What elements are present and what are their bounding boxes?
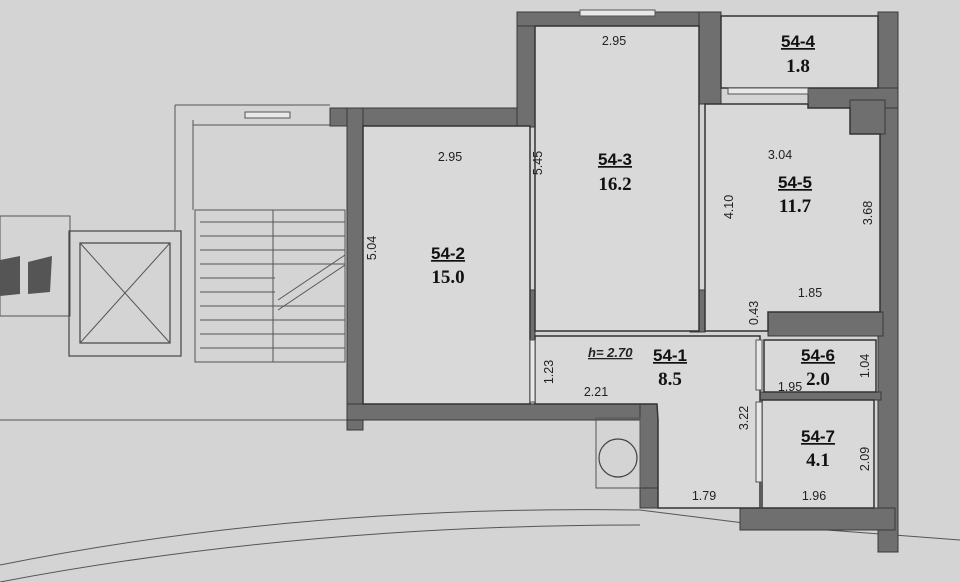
- room-area: 1.8: [786, 56, 810, 77]
- room-area: 2.0: [806, 369, 830, 390]
- dimension: 0.43: [747, 301, 761, 325]
- room-54-5: [704, 103, 881, 332]
- dimension: 3.04: [768, 148, 792, 162]
- room-id: 54-7: [801, 427, 835, 446]
- room-id: 54-2: [431, 244, 465, 263]
- room-54-7: [761, 399, 875, 509]
- dimension: 1.85: [798, 286, 822, 300]
- dimension: 2.09: [858, 447, 872, 471]
- room-54-4: [720, 15, 879, 89]
- room-id: 54-5: [778, 173, 812, 192]
- dimension: 5.04: [365, 236, 379, 260]
- dimension: 1.95: [778, 380, 802, 394]
- room-id: 54-6: [801, 346, 835, 365]
- room-id: 54-4: [781, 32, 816, 51]
- room-area: 15.0: [431, 267, 464, 288]
- riser-pipe: [598, 438, 638, 478]
- dimension: 1.96: [802, 489, 826, 503]
- room-area: 16.2: [598, 174, 631, 195]
- dimension: 1.04: [858, 354, 872, 378]
- dimension: 3.68: [861, 201, 875, 225]
- room-54-3: [534, 25, 700, 332]
- elevator-shaft: [79, 242, 171, 344]
- dimension: 2.95: [602, 34, 626, 48]
- dimension: 2.21: [584, 385, 608, 399]
- room-area: 8.5: [658, 369, 682, 390]
- room-id: 54-1: [653, 346, 687, 365]
- dimension: 3.22: [737, 406, 751, 430]
- room-54-2: [362, 125, 531, 405]
- ceiling-height: h= 2.70: [588, 345, 633, 360]
- room-area: 11.7: [779, 196, 812, 217]
- dimension: 1.23: [542, 360, 556, 384]
- room-id: 54-3: [598, 150, 632, 169]
- dimension: 1.79: [692, 489, 716, 503]
- room-54-6: [763, 339, 877, 393]
- room-area: 4.1: [806, 450, 830, 471]
- dimension: 5.45: [531, 151, 545, 175]
- stairwell: [0, 104, 350, 421]
- dimension: 4.10: [722, 195, 736, 219]
- dimension: 2.95: [438, 150, 462, 164]
